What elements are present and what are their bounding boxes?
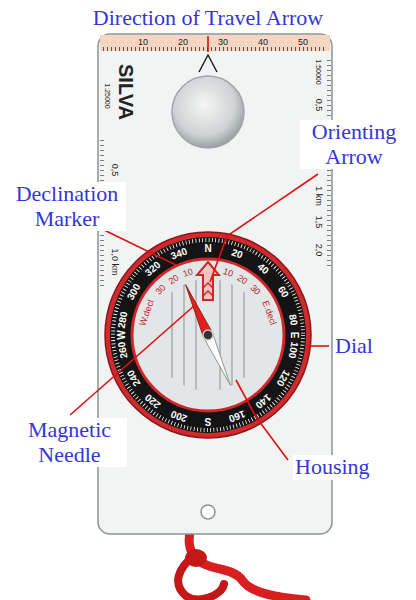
declination-label: E.decl	[260, 299, 278, 327]
dial-number: 260	[117, 341, 130, 359]
dial-number: 120	[274, 368, 291, 387]
callout-label: Declination Marker	[8, 182, 126, 231]
orienting-chevron	[203, 283, 213, 288]
ruler-number: 30	[218, 38, 228, 47]
dial-number: W	[117, 330, 127, 339]
scale-label: 1,5	[314, 216, 323, 229]
dial-number: 80	[287, 314, 299, 327]
dial-number: 60	[275, 285, 289, 300]
dial-number: 40	[256, 262, 271, 277]
declination-label: 10	[181, 267, 195, 279]
dial-number: 340	[169, 247, 188, 262]
needle-pivot	[203, 330, 213, 340]
scale-label: 2,0	[314, 244, 323, 257]
scale-label: 1 km	[314, 186, 323, 206]
dial-number: S	[205, 416, 212, 426]
ruler-number: 40	[258, 38, 268, 47]
dial-number: 200	[169, 408, 188, 423]
dial-number: 140	[254, 392, 273, 410]
ruler-number: 50	[298, 38, 308, 47]
scale-label: 1,0 km	[110, 248, 119, 275]
dial-number: 240	[125, 368, 142, 387]
scale-ratio: 1:50000	[315, 59, 322, 84]
dial-number: 20	[230, 248, 244, 261]
leader-lines	[70, 36, 329, 460]
ruler-band	[100, 35, 330, 51]
callout-label: Dial	[333, 334, 375, 359]
declination-label: 20	[235, 273, 250, 287]
declination-label: 30	[154, 282, 169, 297]
scale-label: 0,5	[314, 99, 323, 112]
scale-label: 0,5	[110, 164, 119, 177]
dial-number: 220	[143, 392, 162, 410]
dial-number: 300	[125, 282, 142, 301]
dial-ring	[110, 237, 306, 433]
magnifier	[172, 76, 244, 148]
ruler-number: 20	[178, 38, 188, 47]
lanyard-hole	[201, 505, 215, 519]
callout-label: Magnetic Needle	[12, 418, 127, 467]
lanyard-knot	[185, 549, 207, 567]
scale-ratio: 1:25000	[104, 83, 111, 108]
callout-label: Orienting Arrow	[300, 120, 408, 169]
declination-label: 20	[166, 273, 181, 287]
travel-arrow	[199, 55, 217, 72]
declination-label: 30	[247, 282, 262, 297]
dial-number: E	[289, 332, 299, 339]
orienting-chevron	[203, 291, 213, 296]
dial-ticks	[113, 240, 303, 430]
dial-number: 160	[228, 408, 247, 423]
dial-number: N	[204, 244, 211, 254]
declination-label: 10	[221, 267, 235, 279]
dial-number: 320	[143, 260, 162, 278]
ruler-ticks	[103, 47, 327, 51]
magnetic-needle	[181, 283, 235, 388]
dial-number: 280	[117, 311, 130, 329]
dial-number: 100	[286, 341, 299, 359]
ruler-number: 10	[138, 38, 148, 47]
declination-label: W.decl	[138, 298, 156, 328]
housing-rim	[105, 232, 311, 438]
callout-label: Direction of Travel Arrow	[40, 6, 376, 31]
callout-label: Housing	[293, 455, 372, 480]
brand-name: SILVA	[116, 64, 136, 120]
housing-floor	[132, 259, 284, 411]
